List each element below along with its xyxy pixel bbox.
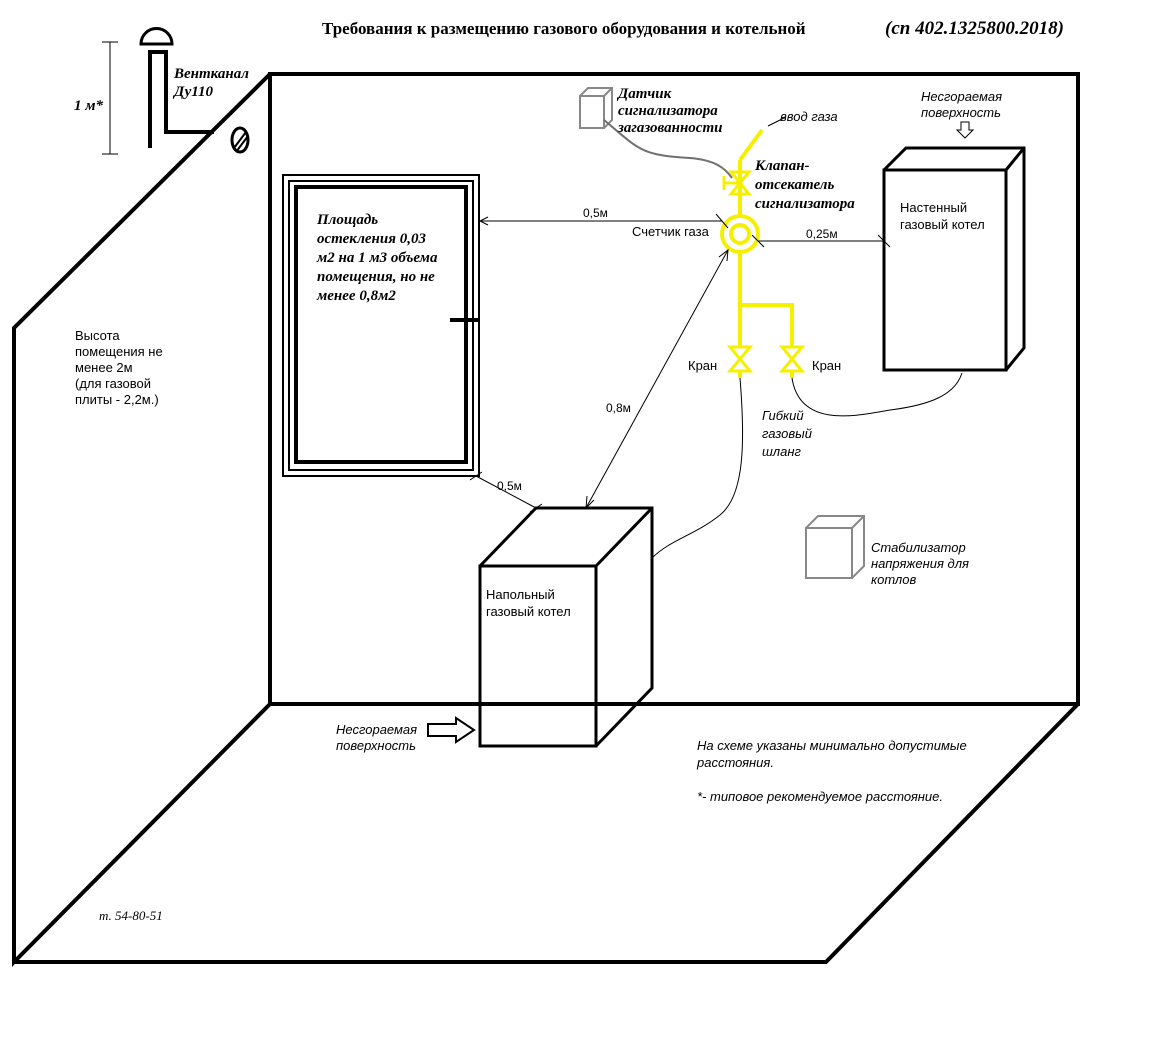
floor-edge (14, 702, 1080, 964)
nonflammable-top-label: Несгораемая поверхность (921, 89, 1002, 120)
svg-text:отсекатель: отсекатель (755, 177, 834, 193)
svg-text:шланг: шланг (762, 444, 802, 459)
hose-to-floor-boiler (651, 377, 744, 559)
gas-input-label: ввод газа (780, 109, 838, 124)
shutoff-valve-icon (722, 170, 753, 196)
left-wall (12, 72, 272, 967)
window (282, 174, 480, 477)
dim-window-floor-boiler (475, 475, 537, 509)
tap-right-label: Кран (812, 358, 841, 373)
svg-text:помещения не: помещения не (75, 344, 163, 359)
svg-text:загазованности: загазованности (617, 120, 722, 136)
ventilation-channel (102, 27, 250, 155)
gas-pipeline (738, 128, 794, 378)
arrow-down-icon (955, 121, 975, 139)
svg-text:газовый котел: газовый котел (900, 217, 985, 232)
vent-cap-icon (139, 27, 174, 46)
voltage-stabilizer (805, 515, 865, 579)
svg-text:(для газовой: (для газовой (75, 376, 151, 391)
wall-boiler-label: Настенный газовый котел (900, 200, 985, 232)
stabilizer-label: Стабилизатор напряжения для котлов (871, 540, 969, 587)
svg-text:менее 0,8м2: менее 0,8м2 (316, 288, 396, 304)
floor-boiler (478, 506, 654, 748)
gas-sensor-label: Датчик сигнализатора загазованности (616, 86, 722, 136)
svg-text:напряжения для: напряжения для (871, 556, 969, 571)
shutoff-valve-label: Клапан- отсекатель сигнализатора (754, 158, 855, 212)
tap-right-icon (778, 345, 806, 373)
hose-label: Гибкий газовый шланг (762, 408, 812, 459)
svg-text:менее 2м: менее 2м (75, 360, 133, 375)
svg-text:Высота: Высота (75, 328, 120, 343)
floor-boiler-label: Напольный газовый котел (486, 587, 571, 619)
svg-text:Несгораемая: Несгораемая (336, 722, 417, 737)
svg-text:расстояния.: расстояния. (696, 755, 774, 770)
vent-grille-icon (230, 126, 250, 154)
svg-text:газовый котел: газовый котел (486, 604, 571, 619)
svg-text:м2 на 1 м3 объема: м2 на 1 м3 объема (316, 250, 438, 266)
hose-to-wall-boiler (791, 372, 963, 417)
sensor-cable (603, 119, 733, 179)
svg-text:сигнализатора: сигнализатора (618, 103, 718, 119)
dim-window-floor-label: 0,5м (497, 479, 522, 493)
svg-text:Настенный: Настенный (900, 200, 967, 215)
dimension-lines (469, 213, 891, 513)
svg-text:Площадь: Площадь (316, 212, 378, 228)
svg-text:Напольный: Напольный (486, 587, 555, 602)
arrow-right-icon (427, 716, 476, 744)
phone-number: т. 54-80-51 (99, 908, 163, 923)
vent-height-label: 1 м* (74, 98, 104, 114)
svg-text:На схеме указаны минимально до: На схеме указаны минимально допустимые (697, 738, 967, 753)
svg-text:Стабилизатор: Стабилизатор (871, 540, 966, 555)
gas-meter-label: Счетчик газа (632, 224, 710, 239)
svg-text:Клапан-: Клапан- (754, 158, 810, 174)
back-wall (268, 72, 1080, 706)
tap-left-icon (726, 345, 754, 373)
dim-meter-boiler-label: 0,25м (806, 227, 838, 241)
room-walls (12, 72, 1080, 967)
dim-window-meter-label: 0,5м (583, 206, 608, 220)
svg-text:помещения, но не: помещения, но не (317, 269, 435, 285)
gas-meter-icon (720, 214, 760, 254)
diagram-notes: На схеме указаны минимально допустимые р… (696, 738, 967, 804)
gas-input-pipe (738, 128, 764, 162)
gas-sensor (579, 87, 733, 179)
svg-text:плиты - 2,2м.): плиты - 2,2м.) (75, 392, 159, 407)
svg-text:сигнализатора: сигнализатора (755, 196, 855, 212)
vent-label: Вентканал (173, 66, 249, 82)
dim-meter-floor-boiler (585, 249, 729, 509)
svg-text:остекления 0,03: остекления 0,03 (317, 231, 426, 247)
svg-text:Несгораемая: Несгораемая (921, 89, 1002, 104)
diagram-norm-reference: (сп 402.1325800.2018) (885, 18, 1064, 39)
tap-left-label: Кран (688, 358, 717, 373)
diagram-title: Требования к размещению газового оборудо… (322, 19, 806, 38)
svg-text:Гибкий: Гибкий (762, 408, 804, 423)
svg-text:котлов: котлов (871, 572, 916, 587)
vent-diameter-label: Ду110 (172, 84, 213, 100)
svg-text:*- типовое рекомендуемое расст: *- типовое рекомендуемое расстояние. (697, 789, 943, 804)
svg-text:газовый: газовый (762, 426, 812, 441)
wall-boiler (882, 146, 1026, 372)
window-glazing-note: Площадь остекления 0,03 м2 на 1 м3 объем… (316, 212, 438, 304)
room-height-note: Высота помещения не менее 2м (для газово… (75, 328, 163, 407)
svg-text:поверхность: поверхность (921, 105, 1001, 120)
svg-text:поверхность: поверхность (336, 738, 416, 753)
nonflammable-bottom-label: Несгораемая поверхность (336, 722, 417, 753)
gas-input-pointer (767, 116, 787, 127)
dim-meter-floor-label: 0,8м (606, 401, 631, 415)
svg-text:Датчик: Датчик (616, 86, 672, 102)
